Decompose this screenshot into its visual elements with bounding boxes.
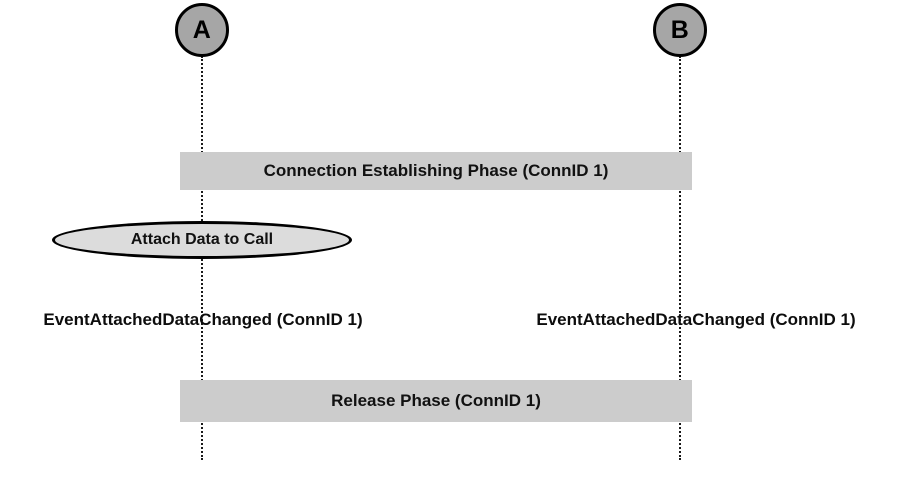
event-label-attached-data-changed-a: EventAttachedDataChanged (ConnID 1)	[43, 310, 363, 329]
lifeline-b	[679, 56, 681, 460]
actor-node-b[interactable]: B	[653, 3, 707, 57]
phase-label-release: Release Phase (ConnID 1)	[331, 391, 541, 410]
actor-label-a: A	[192, 15, 212, 44]
event-label-attached-data-changed-b: EventAttachedDataChanged (ConnID 1)	[536, 310, 856, 329]
phase-bar-connection-establishing[interactable]: Connection Establishing Phase (ConnID 1)	[180, 152, 692, 190]
note-attach-data-to-call[interactable]: Attach Data to Call	[52, 221, 352, 259]
actor-label-b: B	[670, 15, 690, 44]
phase-label-connection-establishing: Connection Establishing Phase (ConnID 1)	[263, 161, 609, 180]
note-label-attach-data-to-call: Attach Data to Call	[130, 231, 274, 248]
actor-node-a[interactable]: A	[175, 3, 229, 57]
phase-bar-release[interactable]: Release Phase (ConnID 1)	[180, 380, 692, 422]
